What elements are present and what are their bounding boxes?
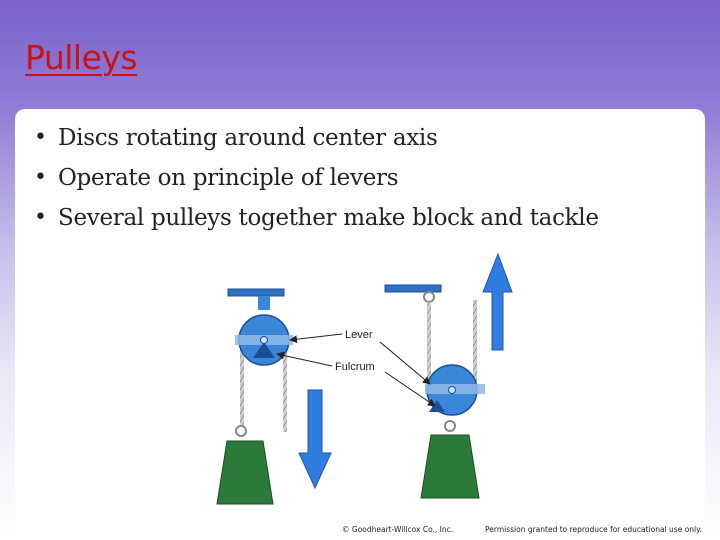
fixed-pulley-system (216, 288, 332, 505)
movable-pulley-system (384, 252, 513, 499)
fulcrum-triangle-left (253, 342, 275, 358)
axle-left (260, 336, 268, 344)
rope-left-2 (283, 340, 287, 432)
callouts: Lever Fulcrum (276, 329, 436, 407)
footer-credit: © Goodheart-Willcox Co., Inc. (342, 525, 454, 534)
bullet-dot-icon: • (34, 205, 47, 230)
rope-right-2 (473, 300, 477, 390)
pointer-lever-right (379, 341, 431, 385)
fulcrum-triangle-right (429, 400, 445, 412)
ceiling-beam-right (384, 284, 442, 293)
bullet-item: • Several pulleys together make block an… (30, 205, 599, 245)
bullet-dot-icon: • (34, 125, 47, 150)
up-arrow (482, 252, 513, 351)
rope-left-1 (240, 340, 244, 426)
anchor-ring-right (423, 291, 435, 303)
pulley-diagram: Lever Fulcrum (216, 252, 513, 505)
weight-right (420, 434, 480, 499)
bullet-dot-icon: • (34, 165, 47, 190)
content-panel: • Discs rotating around center axis • Op… (15, 109, 705, 540)
pointer-fulcrum-right (384, 371, 436, 407)
label-lever: Lever (345, 329, 373, 341)
rope-right-1 (427, 302, 431, 390)
ceiling-beam-left (227, 288, 285, 297)
slide-title: Pulleys (25, 38, 138, 77)
down-arrow (298, 389, 332, 490)
bullet-list: • Discs rotating around center axis • Op… (30, 125, 599, 245)
hook-ring-right (444, 420, 456, 432)
pulley-bracket-left (258, 296, 270, 310)
weight-left (216, 440, 274, 505)
hook-ring-left (235, 425, 247, 437)
bullet-item: • Discs rotating around center axis (30, 125, 599, 165)
pointer-fulcrum-left (276, 351, 333, 367)
axle-right (448, 386, 456, 394)
bullet-text: Discs rotating around center axis (58, 125, 438, 151)
bullet-text: Operate on principle of levers (58, 165, 399, 191)
pointer-lever-left (289, 333, 343, 344)
label-fulcrum: Fulcrum (335, 361, 375, 373)
footer-permission: Permission granted to reproduce for educ… (485, 525, 702, 534)
bullet-item: • Operate on principle of levers (30, 165, 599, 205)
bullet-text: Several pulleys together make block and … (58, 205, 599, 231)
